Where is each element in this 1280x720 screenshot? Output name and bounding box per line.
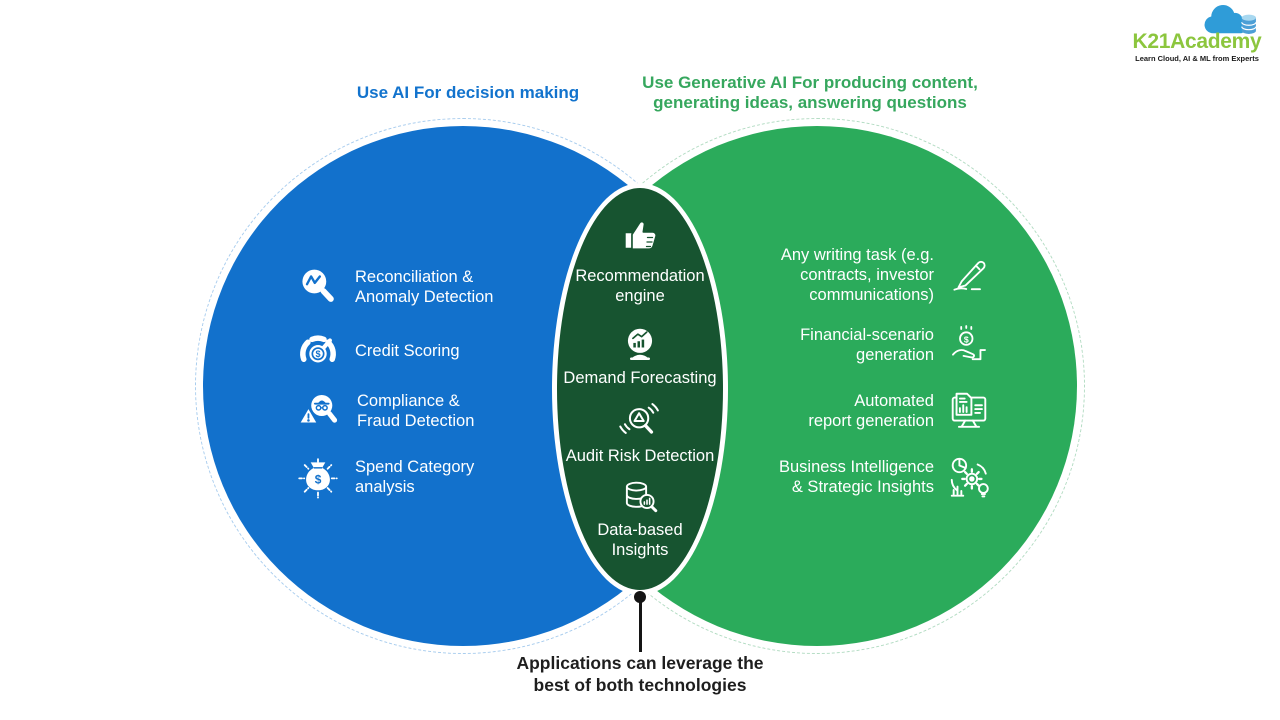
list-item: Automated report generation [724,389,992,433]
money-bag-icon: $ [296,455,340,499]
svg-text:$: $ [964,334,969,344]
pen-icon [946,253,992,297]
report-monitor-icon [946,388,992,434]
right-item-label: Automated report generation [808,392,934,430]
list-item: Reconciliation & Anomaly Detection [296,265,494,309]
audit-magnifier-icon [618,399,662,443]
left-item-label: Compliance & Fraud Detection [357,392,475,430]
database-search-icon [619,477,661,519]
intersection-item-label: Audit Risk Detection [565,447,715,465]
connector-line [638,600,642,652]
bi-insights-icon [946,454,992,500]
right-item-label: Financial-scenario generation [800,326,934,364]
k21academy-logo: K21Academy Learn Cloud, AI & ML from Exp… [1122,4,1272,68]
left-item-label: Credit Scoring [355,342,460,360]
intersection-item-label: Recommendation engine [575,267,705,305]
right-circle-title: Use Generative AI For producing content,… [642,73,978,112]
coin-hand-icon: $ [946,323,992,367]
credit-gauge-icon: $ [296,329,340,373]
left-item-label: Spend Category analysis [355,458,475,496]
caption-text: Applications can leverage the best of bo… [516,653,764,695]
list-item: $ Spend Category analysis [296,455,474,499]
intersection-item-label: Demand Forecasting [563,369,717,387]
connector-dot [634,591,646,603]
list-item: Financial-scenario generation $ [724,323,992,367]
left-circle-title: Use AI For decision making [356,83,580,102]
svg-text:$: $ [315,472,322,486]
list-item: $ Credit Scoring [296,329,460,373]
anomaly-magnifier-icon [296,265,340,309]
cloud-database-icon [1198,4,1260,38]
logo-brand-text: K21Academy [1132,30,1262,53]
left-item-label: Reconciliation & Anomaly Detection [355,268,494,306]
right-item-label: Business Intelligence & Strategic Insigh… [778,458,934,496]
svg-text:$: $ [315,349,320,359]
fraud-magnifier-icon [296,389,342,433]
list-item: Business Intelligence & Strategic Insigh… [724,455,992,499]
list-item: Any writing task (e.g. contracts, invest… [724,240,992,310]
thumbs-up-icon [616,211,664,259]
logo-tagline-text: Learn Cloud, AI & ML from Experts [1135,54,1259,63]
right-item-label: Any writing task (e.g. contracts, invest… [780,246,934,304]
intersection-item-label: Data-based Insights [597,521,683,559]
forecast-monitor-icon [620,325,660,365]
list-item: Compliance & Fraud Detection [296,389,474,433]
